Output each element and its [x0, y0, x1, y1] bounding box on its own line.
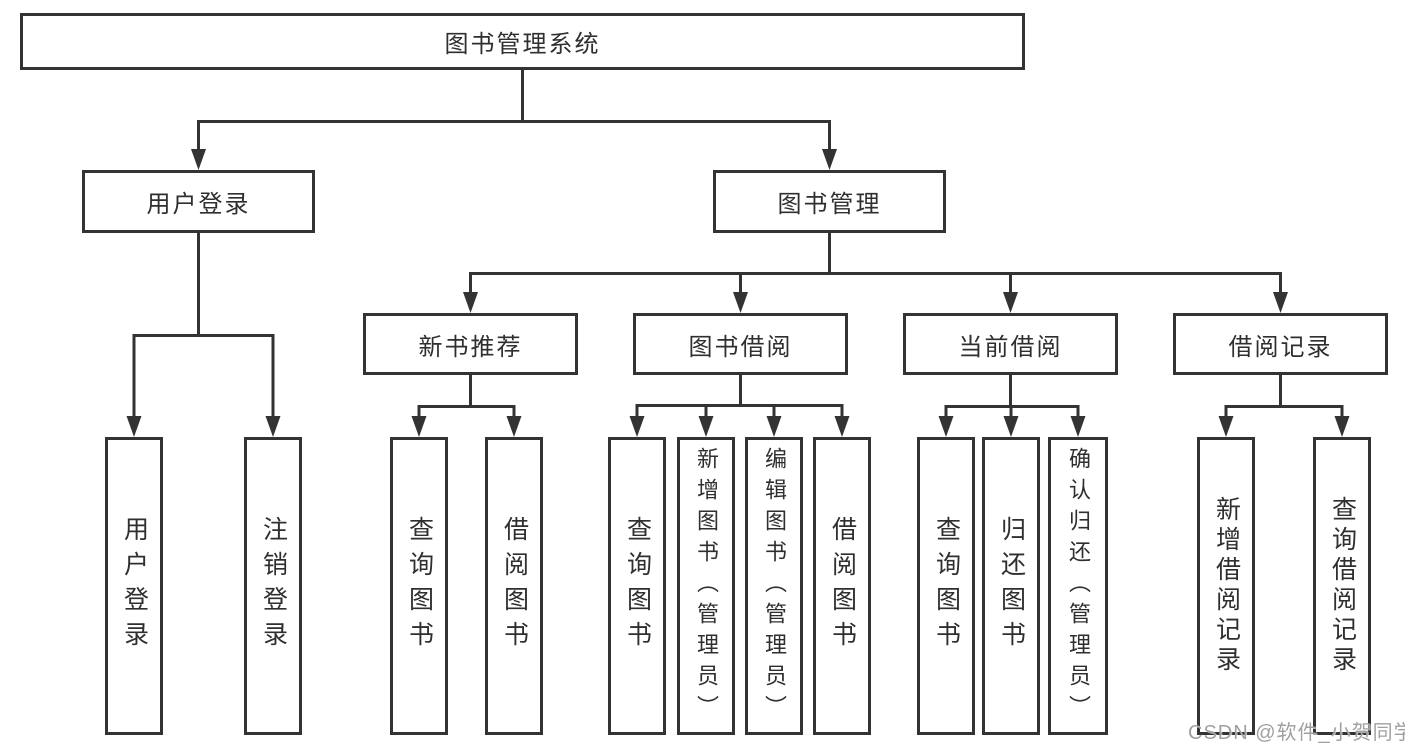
node-current-borrowing-label: 当前借阅 [958, 333, 1063, 361]
leaf-query-borrow-record: 查询借阅记录 [1313, 437, 1371, 735]
arrowhead [1218, 416, 1234, 437]
leaf-query-books-borrow-label: 查询图书 [623, 516, 652, 656]
leaf-return-book: 归还图书 [982, 437, 1040, 735]
node-current-borrowing: 当前借阅 [903, 313, 1118, 375]
arrowhead [191, 149, 206, 170]
leaf-user-login-label: 用户登录 [120, 516, 149, 656]
node-library-system-label: 图书管理系统 [444, 31, 601, 58]
node-borrowing-records: 借阅记录 [1173, 313, 1388, 375]
connector-borrow-split [635, 375, 844, 422]
node-book-borrowing: 图书借阅 [633, 313, 848, 375]
arrowheads [126, 149, 1350, 437]
arrowhead [1334, 416, 1350, 437]
arrowhead [938, 416, 954, 437]
arrowhead [506, 416, 522, 437]
arrowhead [766, 416, 782, 437]
arrowhead [1003, 416, 1019, 437]
leaf-add-book-admin: 新增图书（管理员） [677, 437, 735, 735]
leaf-query-books-borrow: 查询图书 [608, 437, 666, 735]
leaf-confirm-return-admin: 确认归还（管理员） [1048, 437, 1108, 735]
leaf-query-books-current-label: 查询图书 [932, 516, 961, 656]
leaf-borrow-books-label: 借阅图书 [828, 516, 857, 656]
arrowhead [1273, 292, 1288, 313]
leaf-borrow-books-recommend-label: 借阅图书 [500, 516, 529, 656]
node-book-management-label: 图书管理 [777, 191, 882, 218]
arrowhead [265, 416, 281, 437]
leaf-user-login: 用户登录 [105, 437, 163, 735]
leaf-edit-book-admin: 编辑图书（管理员） [745, 437, 803, 735]
node-book-management: 图书管理 [713, 170, 946, 233]
connector-login-split [132, 233, 275, 422]
leaf-query-books-recommend-label: 查询图书 [405, 516, 434, 656]
leaf-borrow-books-recommend: 借阅图书 [485, 437, 543, 735]
leaf-borrow-books: 借阅图书 [813, 437, 871, 735]
arrowhead [733, 292, 748, 313]
leaf-add-borrow-record: 新增借阅记录 [1197, 437, 1255, 735]
arrowhead [126, 416, 142, 437]
arrowhead [834, 416, 850, 437]
connector-mgmt-split [469, 233, 1282, 296]
csdn-watermark: CSDN @软件_小贺同学 [1188, 722, 1405, 744]
leaf-add-book-admin-label: 新增图书（管理员） [694, 446, 719, 726]
connector-root-split [197, 70, 831, 153]
arrowhead [1070, 416, 1086, 437]
arrowhead [411, 416, 427, 437]
leaf-query-books-current: 查询图书 [917, 437, 975, 735]
leaf-add-borrow-record-label: 新增借阅记录 [1212, 496, 1241, 676]
arrowhead [822, 149, 837, 170]
connector-records-split [1224, 375, 1344, 422]
arrowhead [698, 416, 714, 437]
leaf-query-borrow-record-label: 查询借阅记录 [1328, 496, 1357, 676]
leaf-confirm-return-admin-label: 确认归还（管理员） [1066, 446, 1091, 726]
leaf-edit-book-admin-label: 编辑图书（管理员） [762, 446, 787, 726]
node-new-book-recommend-label: 新书推荐 [418, 333, 523, 361]
leaf-query-books-recommend: 查询图书 [390, 437, 448, 735]
node-user-login-label: 用户登录 [146, 191, 251, 218]
node-book-borrowing-label: 图书借阅 [688, 333, 793, 361]
node-new-book-recommend: 新书推荐 [363, 313, 578, 375]
arrowhead [629, 416, 645, 437]
node-library-system: 图书管理系统 [20, 13, 1025, 70]
arrowhead [463, 292, 478, 313]
leaf-logout: 注销登录 [244, 437, 302, 735]
connector-current-split [944, 375, 1080, 422]
leaf-return-book-label: 归还图书 [997, 516, 1026, 656]
arrowhead [1003, 292, 1018, 313]
connector-newbook-split [417, 375, 516, 422]
node-borrowing-records-label: 借阅记录 [1228, 333, 1333, 361]
node-user-login: 用户登录 [82, 170, 315, 233]
leaf-logout-label: 注销登录 [259, 516, 288, 656]
